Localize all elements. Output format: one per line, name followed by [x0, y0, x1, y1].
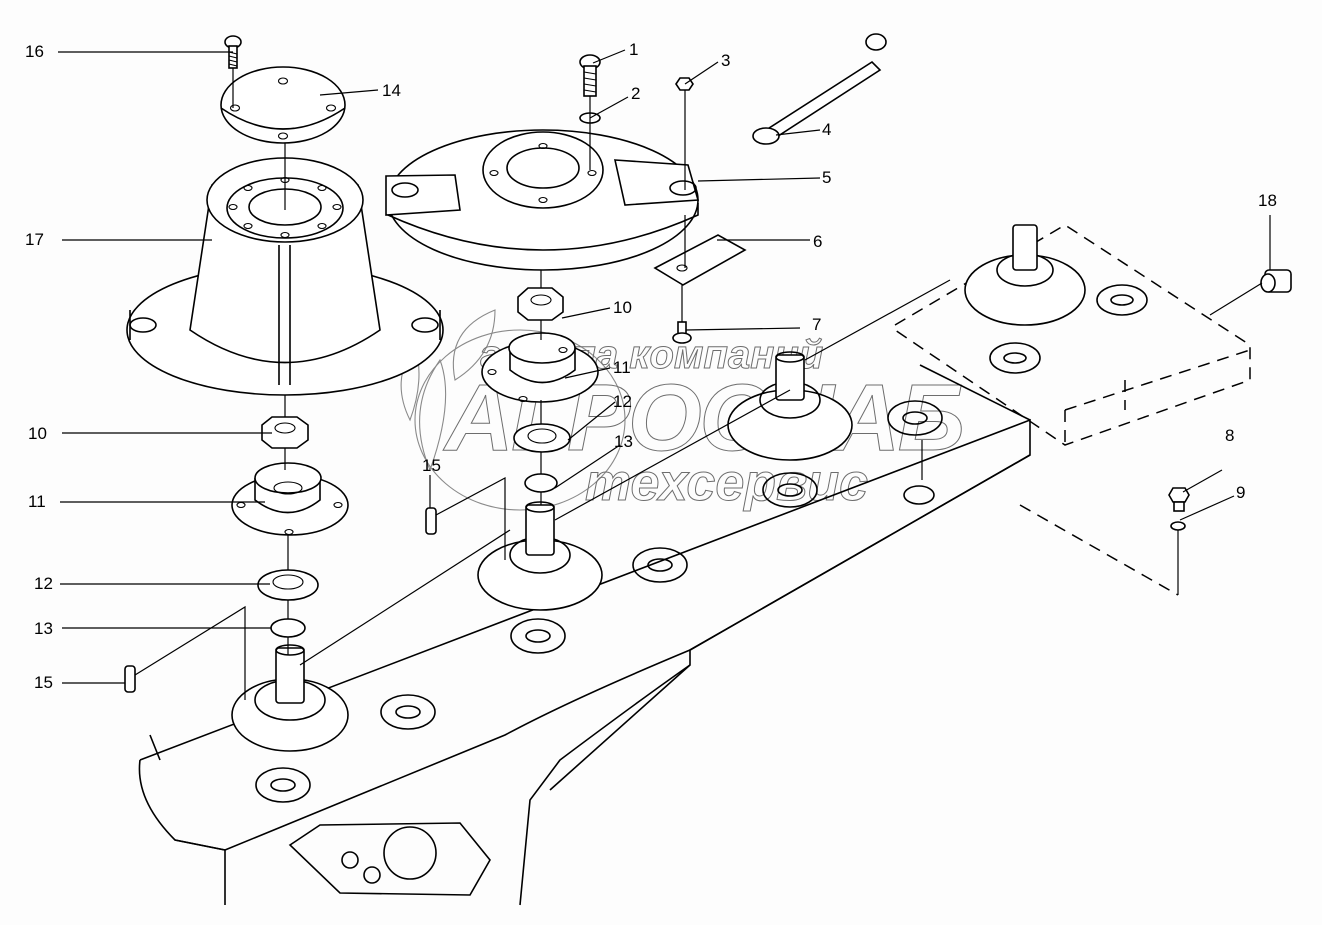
callout-10-center: 10 [613, 298, 632, 317]
nut-part-10-center [517, 287, 564, 321]
callout-12-center: 12 [613, 392, 632, 411]
cutter-bar [138, 364, 1031, 906]
washer-part-12-center [513, 423, 571, 453]
callout-16: 16 [25, 42, 44, 61]
callout-1: 1 [629, 40, 639, 59]
washer-part-9 [1170, 521, 1186, 531]
callout-3: 3 [721, 51, 731, 70]
plug-part-18 [1260, 269, 1292, 293]
callout-14: 14 [382, 81, 401, 100]
callout-9: 9 [1236, 483, 1246, 502]
bolt-part-8 [1168, 487, 1190, 512]
callout-18: 18 [1258, 191, 1277, 210]
key-part-15-center [425, 507, 437, 535]
callout-6: 6 [813, 232, 823, 251]
hub-part-11-left [231, 462, 349, 536]
wrench-part-4 [752, 33, 887, 145]
callout-15-center: 15 [422, 456, 441, 475]
watermark-wreath-icon [400, 309, 626, 511]
callout-8: 8 [1225, 426, 1235, 445]
watermark-line3: техсервис [585, 454, 868, 512]
cover-plate-part-14 [220, 66, 346, 144]
key-part-15-left [124, 665, 136, 693]
callout-13-center: 13 [614, 432, 633, 451]
callout-12-left: 12 [34, 574, 53, 593]
spindle-housing-left [231, 644, 349, 752]
callout-5: 5 [822, 168, 832, 187]
callout-10-left: 10 [28, 424, 47, 443]
ring-part-13-center [524, 473, 558, 493]
callout-13-left: 13 [34, 619, 53, 638]
callout-11-center: 11 [613, 358, 631, 377]
drum-part-17 [126, 157, 444, 396]
callout-7: 7 [812, 315, 822, 334]
hub-part-11-center [481, 332, 599, 403]
nut-part-10-left [261, 416, 309, 449]
spindle-housing-far-right [964, 224, 1086, 326]
callout-11-left: 11 [28, 492, 46, 511]
bolt-part-16 [224, 35, 242, 69]
ring-part-13-left [270, 618, 306, 638]
callout-17: 17 [25, 230, 44, 249]
cutting-disc-part-5 [385, 129, 700, 271]
bearing-seals [255, 284, 1148, 803]
callout-15-left: 15 [34, 673, 53, 692]
callout-2: 2 [631, 84, 641, 103]
assembly-lines [134, 68, 1263, 700]
spindle-housing-center [477, 501, 603, 611]
washer-part-12-left [257, 569, 319, 601]
knife-bolt-part-7 [672, 321, 692, 344]
callout-leaders [58, 49, 1271, 684]
callout-4: 4 [822, 120, 832, 139]
bolt-part-1 [579, 54, 601, 97]
knife-part-6 [653, 234, 747, 286]
